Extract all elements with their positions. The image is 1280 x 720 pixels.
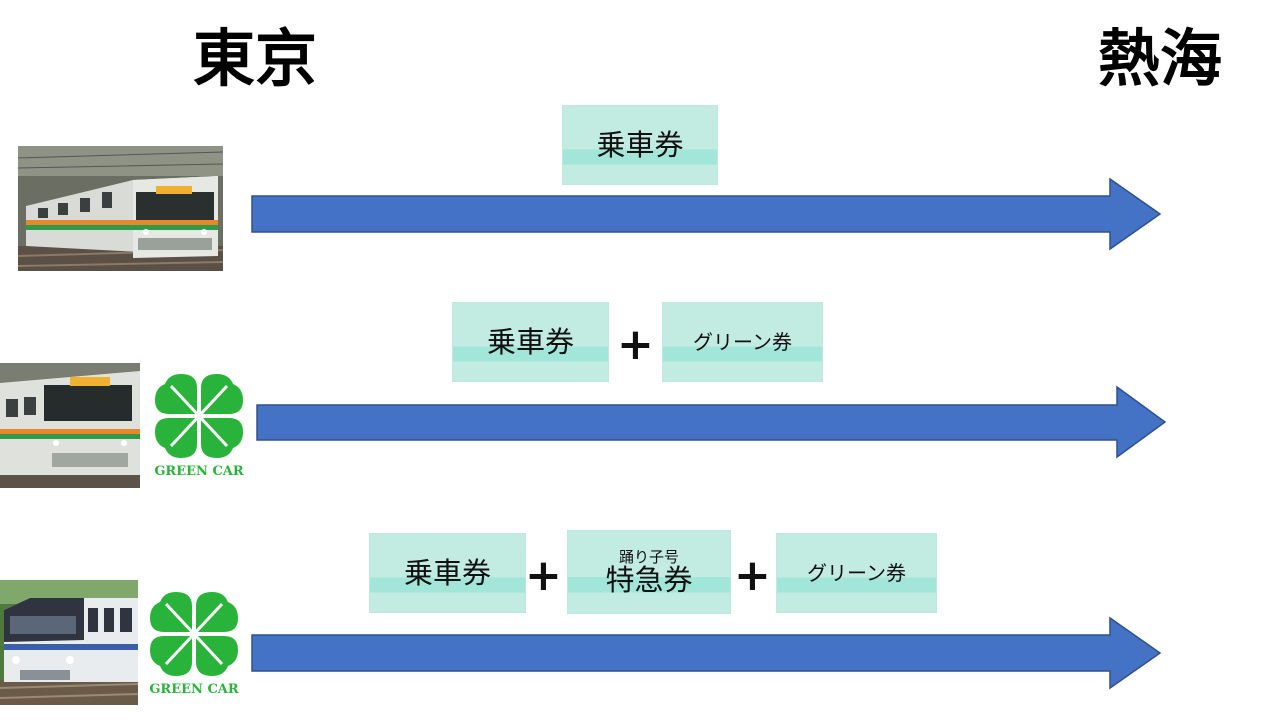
ticket-label: 乗車券 (486, 324, 574, 359)
route-arrow-row1 (251, 177, 1162, 251)
ticket-sublabel: 踊り子号 (618, 547, 679, 566)
ticket-label: 乗車券 (403, 555, 491, 590)
ticket-limited-express: 踊り子号 特急券 (567, 530, 731, 614)
origin-station-title: 東京 (193, 22, 318, 95)
odoriko-limited-express-photo (0, 580, 138, 705)
local-train-photo (18, 146, 223, 271)
local-train-photo (0, 363, 140, 488)
train-e257-image (0, 580, 138, 705)
route-arrow-row2 (256, 385, 1167, 459)
ticket-fare: 乗車券 (369, 533, 526, 613)
ticket-label: グリーン券 (807, 561, 906, 585)
plus-operator: + (617, 319, 654, 370)
plus-operator: + (525, 550, 562, 601)
ticket-green: グリーン券 (776, 533, 937, 613)
ticket-label: 乗車券 (596, 127, 684, 162)
clover-icon (150, 592, 238, 676)
ticket-label: グリーン券 (693, 330, 792, 354)
green-car-logo: GREEN CAR (142, 588, 246, 700)
ticket-green: グリーン券 (662, 302, 823, 382)
green-car-logo: GREEN CAR (146, 370, 252, 482)
train-e231-front-image (0, 363, 140, 488)
clover-icon (155, 374, 243, 458)
destination-station-title: 熱海 (1098, 22, 1223, 95)
ticket-label: 特急券 (605, 563, 693, 598)
green-car-label: GREEN CAR (149, 682, 239, 697)
plus-operator: + (734, 550, 771, 601)
ticket-fare: 乗車券 (452, 302, 609, 382)
train-e231-image (18, 146, 223, 271)
green-car-label: GREEN CAR (154, 464, 244, 479)
ticket-fare: 乗車券 (562, 105, 718, 185)
route-arrow-row3 (251, 616, 1162, 690)
